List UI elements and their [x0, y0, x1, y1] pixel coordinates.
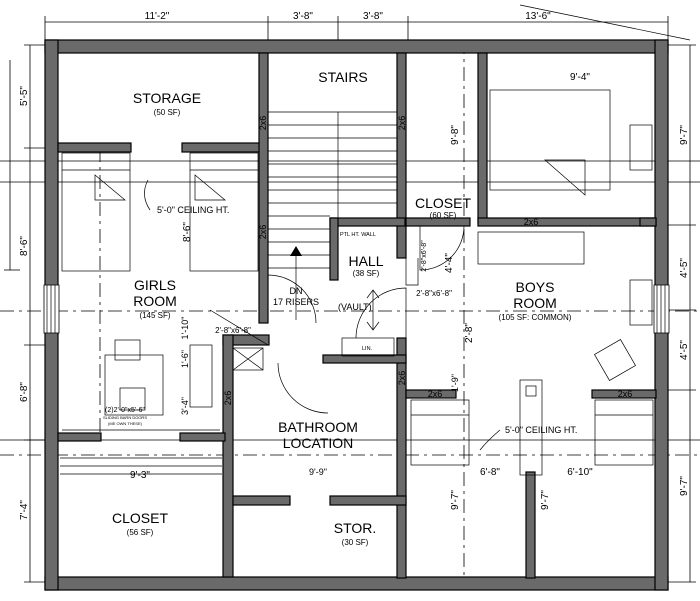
stairs-risers: 17 RISERS [273, 297, 319, 307]
dimension-labels: 11'-2" 3'-8" 3'-8" 13'-6" 5'-5" 8'-6" 6'… [19, 11, 690, 520]
dim-hall-28: 2'-8" [464, 323, 475, 343]
dim-door-girls: 2'-8"x6'-8" [215, 326, 251, 335]
barn-doors-note-1: (2)2'-0"x5'-6" [105, 407, 145, 414]
dim-girls-bed-height: 8'-6" [182, 222, 193, 242]
barn-doors-note-3: (ME OWN THESE) [108, 421, 143, 426]
stair-arrow [290, 246, 302, 320]
dim-left-4: 7'-4" [19, 500, 30, 520]
stud-label-a: 2x6 [258, 116, 268, 131]
bathroom-label-2: LOCATION [283, 435, 354, 451]
dim-door-boys: 2'-8"x6'-8" [416, 289, 452, 298]
dim-left-1: 5'-5" [19, 86, 30, 106]
stud-label-c: 2x6 [524, 217, 539, 227]
dim-right-1: 9'-7" [679, 125, 690, 145]
dim-left-3: 6'-8" [19, 382, 30, 402]
dim-top-3: 3'-8" [363, 11, 383, 22]
dim-bath-width: 9'-9" [309, 467, 327, 477]
dim-boys-top-width: 9'-4" [570, 72, 590, 83]
dim-closet-height: 9'-8" [450, 125, 461, 145]
dim-wall-16: 1'-6" [180, 350, 190, 368]
dim-boys-bot-right: 6'-10" [567, 467, 593, 478]
storage-label: STORAGE [133, 90, 201, 106]
furniture [60, 89, 654, 476]
vault-arrow [366, 289, 380, 331]
dim-wall-19: 1'-9" [450, 374, 460, 392]
stairs-dn: DN [290, 286, 303, 296]
ceiling-note-boys: 5'-0" CEILING HT. [505, 425, 577, 435]
stor-area: (30 SF) [342, 538, 369, 547]
closet-bottom-label: CLOSET [112, 510, 168, 526]
stud-label-d: 2x6 [223, 391, 233, 406]
stair-treads [268, 111, 397, 269]
dim-boys-bot-h2: 9'-7" [540, 490, 551, 510]
barn-doors-note-2: SLIDING BARN DOORS [103, 415, 147, 420]
ceiling-note-girls: 5'-0" CEILING HT. [157, 205, 229, 215]
dim-left-2: 8'-6" [19, 236, 30, 256]
girls-room-label-1: GIRLS [134, 277, 176, 293]
stor-label: STOR. [334, 520, 377, 536]
vault-note: (VAULT) [338, 302, 372, 312]
dim-wall-34: 3'-4" [180, 397, 190, 415]
girls-room-area: (145 SF) [139, 311, 170, 320]
linen-note: LIN. [362, 346, 373, 352]
hall-area: (38 SF) [353, 269, 380, 278]
dim-right-3: 4'-5" [679, 340, 690, 360]
dim-boys-bot-left: 6'-8" [480, 467, 500, 478]
dimension-lines [0, 4, 700, 583]
stairs-label: STAIRS [318, 69, 368, 85]
stud-label-e: 2x6 [397, 371, 407, 386]
dim-top-4: 13'-6" [525, 11, 551, 22]
dim-closet-width: 9'-3" [130, 470, 150, 481]
notes: 5'-0" CEILING HT. 5'-0" CEILING HT. DN 1… [103, 179, 577, 451]
boys-room-label-1: BOYS [516, 279, 555, 295]
stud-label-g: 2x6 [618, 389, 633, 399]
girls-room-label-2: ROOM [133, 293, 177, 309]
dim-boys-bot-h1: 9'-7" [450, 490, 461, 510]
room-labels: STORAGE (50 SF) STAIRS CLOSET (60 SF) HA… [112, 69, 572, 547]
hall-label: HALL [348, 253, 383, 269]
boys-room-label-2: ROOM [513, 295, 557, 311]
windows [43, 284, 670, 334]
closet-top-area: (60 SF) [430, 211, 457, 220]
storage-area: (50 SF) [154, 108, 181, 117]
stud-label-h: 2x6 [258, 225, 268, 240]
dim-top-1: 11'-2" [145, 11, 170, 22]
dim-top-2: 3'-8" [293, 11, 313, 22]
stud-label-b: 2x6 [397, 116, 407, 131]
bathroom-label-1: BATHROOM [278, 419, 358, 435]
dim-door-closet-v: 2'-8"x6'-8" [421, 240, 428, 272]
dim-wall-110: 1'-10" [180, 317, 190, 340]
stud-label-f: 2x6 [428, 389, 443, 399]
dim-right-2: 4'-5" [679, 258, 690, 278]
walls [44, 39, 669, 591]
dim-right-4: 9'-7" [679, 476, 690, 496]
centre-lines [0, 40, 700, 590]
closet-top-label: CLOSET [415, 195, 471, 211]
dim-hall-44: 4'-4" [444, 253, 455, 273]
boys-room-area: (105 SF: COMMON) [499, 313, 572, 322]
ptl-wall-note: PTL HT. WALL [340, 232, 376, 238]
closet-bottom-area: (56 SF) [127, 528, 154, 537]
